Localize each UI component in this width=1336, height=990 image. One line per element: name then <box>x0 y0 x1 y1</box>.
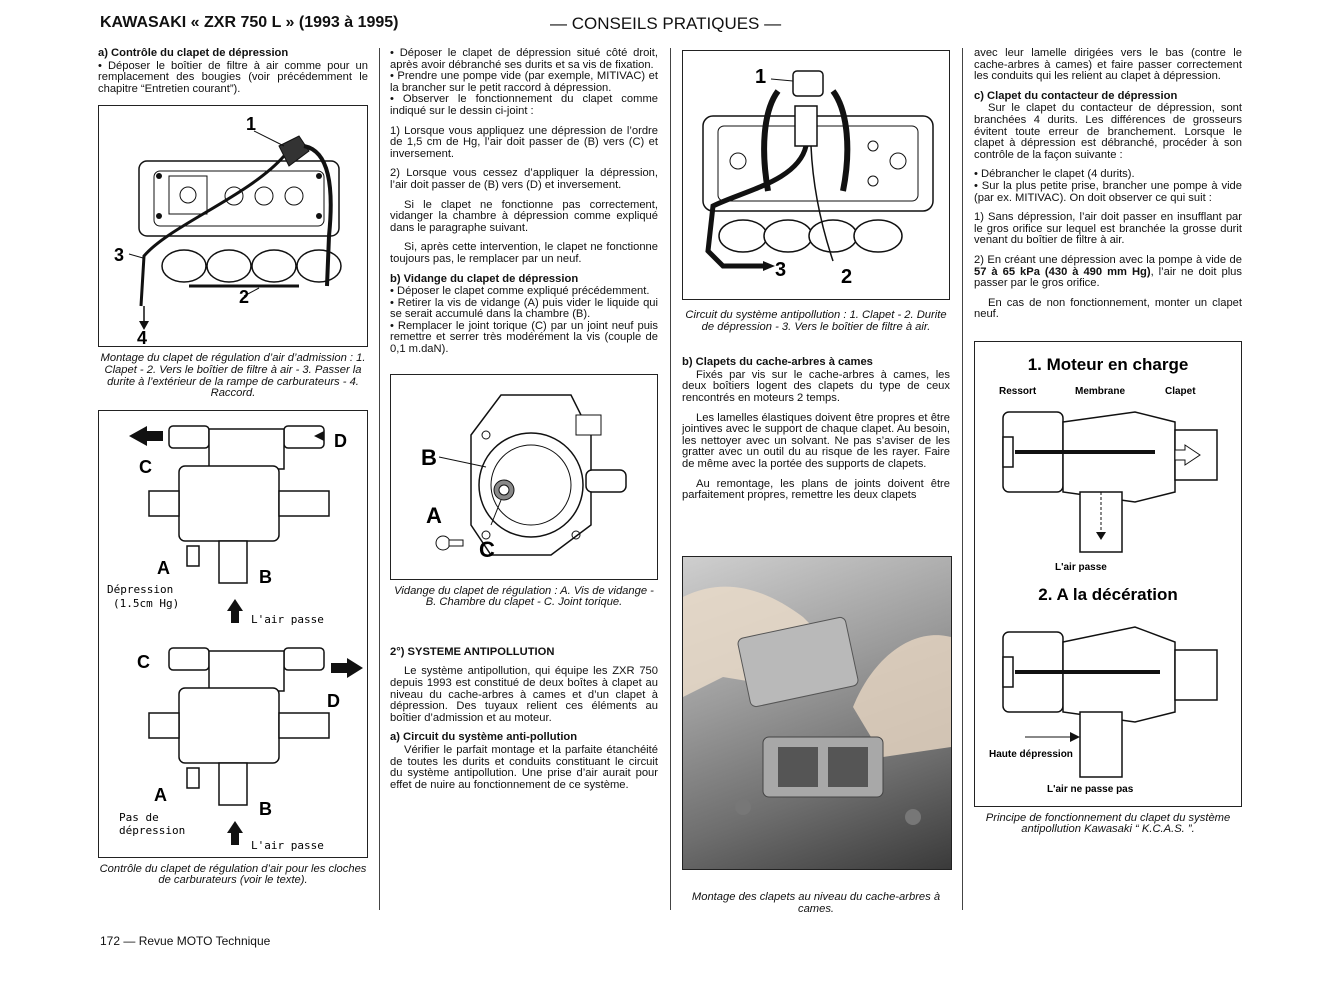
label-b: B <box>421 445 437 470</box>
label-a: A <box>426 503 442 528</box>
label-c-2: C <box>137 652 150 672</box>
figure-vidange-clapet: B A C <box>390 373 658 580</box>
antipollution-circuit-illustration: 1 3 2 <box>702 66 934 288</box>
label-a-2: A <box>154 785 167 805</box>
heading-systeme-antipollution: 2°) SYSTEME ANTIPOLLUTION <box>390 645 555 658</box>
running-header: KAWASAKI « ZXR 750 L » (1993 à 1995) <box>100 14 399 31</box>
no-depression-label-2: dépression <box>119 824 185 837</box>
figure-caption: Contrôle du clapet de régulation d’air p… <box>99 862 367 887</box>
callout-2: 2 <box>239 287 249 307</box>
paragraph: Sur le clapet du contacteur de dépressio… <box>974 102 1242 161</box>
paragraph: avec leur lamelle dirigées vers le bas (… <box>974 47 1242 83</box>
heading-c-contacteur: c) Clapet du contacteur de dépression <box>974 89 1178 102</box>
label-air-passe: L'air passe <box>1055 562 1107 573</box>
paragraph: • Déposer le clapet comme expliqué précé… <box>390 285 650 298</box>
label-b: B <box>259 567 272 587</box>
paragraph: Si le clapet ne fonctionne pas correctem… <box>390 198 658 234</box>
label-membrane: Membrane <box>1075 386 1125 397</box>
column-rule <box>379 48 380 910</box>
label-b-2: B <box>259 799 272 819</box>
callout-3: 3 <box>775 259 786 281</box>
figure-caption: Vidange du clapet de régulation : A. Vis… <box>394 584 654 609</box>
paragraph: Vérifier le parfait montage et la parfai… <box>390 744 658 791</box>
figure-circuit-antipollution: 1 3 2 <box>682 50 950 300</box>
figure-caption: Circuit du système antipollution : 1. Cl… <box>685 309 947 333</box>
valve-test-diagram: C D A B Dépression (1.5cm Hg) L'air pass… <box>107 425 363 852</box>
page-footer: 172 — Revue MOTO Technique <box>100 934 271 948</box>
no-depression-label-1: Pas de <box>119 811 159 824</box>
diagram-title-2: 2. A la décération <box>1038 585 1178 604</box>
paragraph: • Sur la plus petite prise, brancher une… <box>974 179 1242 204</box>
heading-b-vidange: b) Vidange du clapet de dépression <box>390 272 579 285</box>
paragraph: 1) Sans dépression, l’air doit passer en… <box>974 211 1242 247</box>
paragraph: • Débrancher le clapet (4 durits). <box>974 168 1135 181</box>
label-c: C <box>139 457 152 477</box>
paragraph: Au remontage, les plans de joints doiven… <box>682 477 950 502</box>
diagram-title-1: 1. Moteur en charge <box>1028 355 1189 374</box>
engine-top-illustration: 1 2 3 4 <box>114 114 342 346</box>
paragraph: Si, après cette intervention, le clapet … <box>390 241 658 265</box>
paragraph: • Observer le fonctionnement du clapet c… <box>390 93 658 117</box>
label-air-ne-passe-pas: L'air ne passe pas <box>1047 784 1134 795</box>
figure-controle-clapet: C D A B Dépression (1.5cm Hg) L'air pass… <box>98 409 368 858</box>
paragraph: • Remplacer le joint torique (C) par un … <box>390 319 658 356</box>
paragraph: 2) En créant une dépression avec la pomp… <box>974 253 1242 290</box>
photo-caption: Montage des clapets au niveau du cache-a… <box>691 891 941 915</box>
heading-a-controle: a) Contrôle du clapet de dépression <box>98 47 289 59</box>
paragraph: Les lamelles élastiques doivent être pro… <box>682 411 950 470</box>
paragraph: 1) Lorsque vous appliquez une dépression… <box>390 124 658 160</box>
air-passes-label: L'air passe <box>251 613 324 626</box>
paragraph: • Prendre une pompe vide (par exemple, M… <box>390 70 658 94</box>
paragraph: • Déposer le boîtier de filtre à air com… <box>98 59 368 95</box>
figure-kcas-principle: 1. Moteur en charge Ressort Membrane Cla… <box>974 340 1242 807</box>
paragraph: • Déposer le clapet de dépression situé … <box>390 47 658 71</box>
callout-4: 4 <box>137 328 147 346</box>
label-haute-depression: Haute dépression <box>989 749 1073 760</box>
air-passes-label-2: L'air passe <box>251 839 324 852</box>
label-clapet: Clapet <box>1165 386 1196 397</box>
figure-caption: Principe de fonctionnement du clapet du … <box>985 811 1231 836</box>
column-1: a) Contrôle du clapet de dépression • Dé… <box>98 47 368 887</box>
label-a: A <box>157 558 170 578</box>
label-ressort: Ressort <box>999 386 1037 397</box>
callout-1: 1 <box>755 66 766 88</box>
callout-3: 3 <box>114 245 124 265</box>
depression-value: (1.5cm Hg) <box>113 597 179 610</box>
depression-label: Dépression <box>107 583 173 596</box>
column-rule <box>962 48 963 910</box>
photo-placeholder <box>683 586 951 825</box>
paragraph: Fixés par vis sur le cache-arbres à came… <box>682 368 950 404</box>
paragraph: Le système antipollution, qui équipe les… <box>390 665 658 724</box>
figure-caption: Montage du clapet de régulation d’air d’… <box>100 352 366 400</box>
column-4: avec leur lamelle dirigées vers le bas (… <box>974 47 1242 836</box>
section-header: — CONSEILS PRATIQUES — <box>550 14 782 33</box>
column-2: • Déposer le clapet de dépression situé … <box>390 47 658 799</box>
paragraph-text: 2) En créant une dépression avec la pomp… <box>974 253 1242 266</box>
photo-montage-clapets <box>682 556 952 870</box>
heading-a-circuit: a) Circuit du système anti-pollution <box>390 731 578 744</box>
paragraph: • Retirer la vis de vidange (A) puis vid… <box>390 296 658 321</box>
callout-1: 1 <box>246 114 256 134</box>
label-d-2: D <box>327 691 340 711</box>
label-d: D <box>334 431 347 451</box>
heading-b-clapets: b) Clapets du cache-arbres à cames <box>682 356 873 369</box>
valve-drain-illustration: B A C <box>421 393 627 562</box>
column-3: 1 3 2 Circuit du système antipollution :… <box>682 48 950 510</box>
figure-clapet-admission: 1 2 3 4 <box>98 105 368 348</box>
paragraph: 2) Lorsque vous cessez d’appliquer la dé… <box>390 167 658 191</box>
kcas-diagram: 1. Moteur en charge Ressort Membrane Cla… <box>989 355 1218 795</box>
label-c: C <box>479 537 495 562</box>
paragraph-text: , l’air ne doit plus passer par le gros … <box>974 265 1242 290</box>
callout-2: 2 <box>841 266 852 288</box>
paragraph: En cas de non fonctionnement, monter un … <box>974 296 1242 321</box>
column-rule <box>670 48 671 910</box>
pressure-spec: 57 à 65 kPa (430 à 490 mm Hg) <box>974 265 1151 278</box>
